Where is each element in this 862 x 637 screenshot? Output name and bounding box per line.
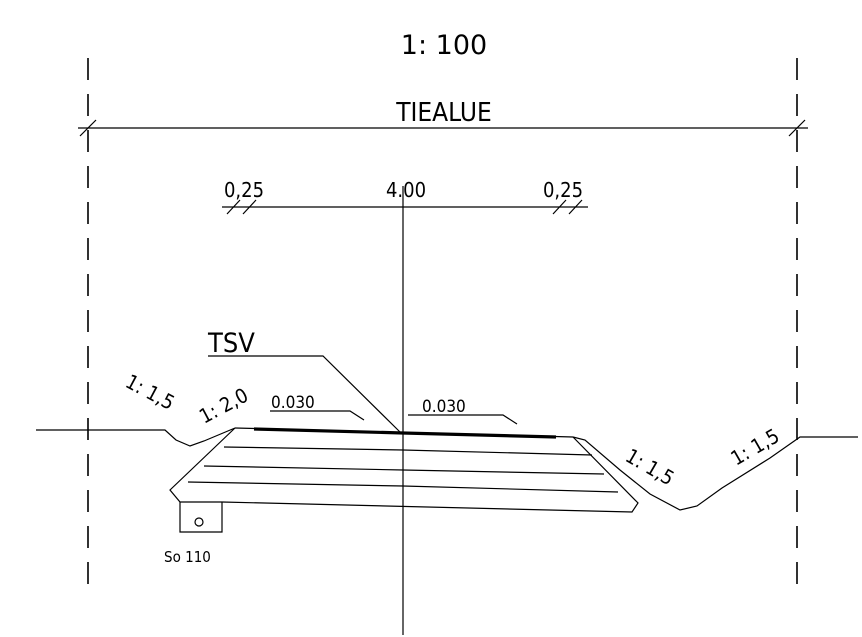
drain-structure	[179, 502, 223, 533]
road-area-label: TIEALUE	[395, 98, 492, 128]
surface-type-leader	[208, 355, 401, 433]
layer-1	[223, 446, 593, 456]
crossfall-right-label: 0.030	[422, 397, 466, 417]
tick-1	[226, 199, 241, 215]
scale-label: 1: 100	[401, 30, 487, 61]
right-shoulder-width: 0,25	[543, 178, 583, 202]
surface-type-label: TSV	[207, 328, 255, 359]
tick-2	[242, 199, 257, 215]
layer-2	[203, 465, 605, 475]
drain-pipe-icon	[194, 517, 204, 527]
tick-3	[552, 199, 567, 215]
slope-right-inner: 1: 1,5	[622, 444, 679, 491]
ground-line	[36, 427, 236, 447]
slope-left-inner: 1: 2,0	[195, 383, 252, 429]
ground-line-right	[572, 436, 858, 511]
crossfall-right-arrow	[408, 414, 518, 425]
road-area-tick-left	[79, 119, 97, 137]
crossfall-left-label: 0.030	[271, 393, 315, 413]
carriageway-width: 4.00	[386, 178, 426, 202]
layer-3	[187, 481, 619, 493]
crossfall-left-arrow	[270, 410, 365, 421]
tick-4	[568, 199, 583, 215]
slope-right-outer: 1: 1,5	[727, 424, 784, 471]
pavement-surface-left	[253, 427, 404, 435]
pavement-surface-right	[402, 431, 557, 439]
slope-left-outer: 1: 1,5	[122, 369, 179, 415]
drain-label: So 110	[164, 548, 211, 566]
road-area-tick-right	[788, 119, 806, 137]
left-shoulder-width: 0,25	[224, 178, 264, 202]
